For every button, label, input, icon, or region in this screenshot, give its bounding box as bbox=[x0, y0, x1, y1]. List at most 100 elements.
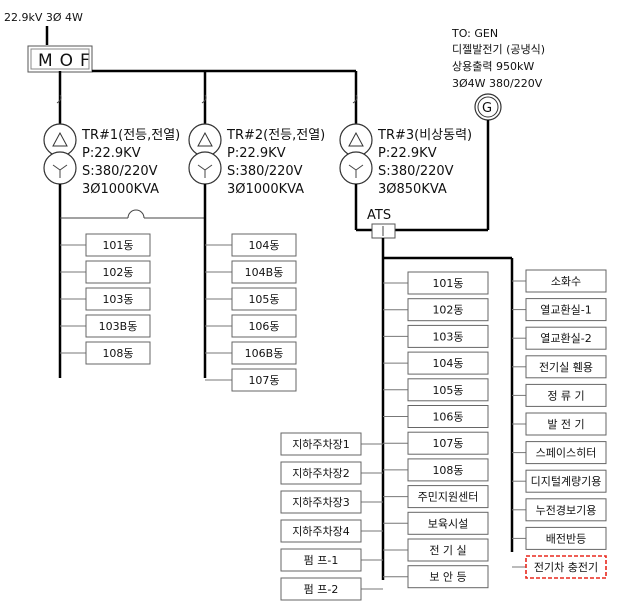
gen-line-1: TO: GEN bbox=[451, 27, 498, 40]
load-box bbox=[85, 314, 151, 338]
load-box bbox=[525, 469, 607, 493]
supply-label: 22.9kV 3Ø 4W bbox=[4, 11, 83, 24]
load-box bbox=[280, 490, 362, 514]
load-label: 펌 프-1 bbox=[304, 554, 339, 567]
load-box bbox=[231, 260, 297, 284]
load-box bbox=[407, 538, 489, 562]
load-label: 배전반등 bbox=[546, 532, 586, 545]
load-box bbox=[231, 341, 297, 365]
tr1-wye bbox=[52, 164, 68, 178]
gen-line-4: 3Ø4W 380/220V bbox=[452, 77, 543, 90]
tr3-line-3: S:380/220V bbox=[378, 164, 454, 179]
tr3-center-load-group: 101동102동103동104동105동106동107동108동주민지원센터보육… bbox=[383, 271, 489, 589]
load-label: 열교환실-1 bbox=[540, 304, 591, 317]
load-box bbox=[407, 511, 489, 535]
tr2-line-1: TR#2(전등,전열) bbox=[226, 128, 325, 143]
tr2-line-2: P:22.9KV bbox=[227, 146, 286, 161]
load-label: 보육시설 bbox=[428, 517, 468, 530]
load-box bbox=[525, 355, 607, 379]
load-label: 108동 bbox=[432, 464, 463, 477]
mof-label: MOF bbox=[38, 51, 97, 71]
load-box bbox=[407, 271, 489, 295]
load-box bbox=[525, 269, 607, 293]
tr3-secondary bbox=[339, 151, 373, 185]
load-label: 지하주차장1 bbox=[292, 437, 350, 451]
load-box bbox=[525, 298, 607, 322]
ats-label: ATS bbox=[367, 208, 391, 223]
load-box bbox=[525, 526, 607, 550]
load-label: 102동 bbox=[432, 304, 463, 317]
load-box bbox=[85, 341, 151, 365]
load-label: 지하주차장2 bbox=[292, 466, 350, 480]
load-box bbox=[85, 287, 151, 311]
load-label: 105동 bbox=[432, 384, 463, 397]
tr1-line-1: TR#1(전등,전열) bbox=[81, 128, 180, 143]
load-label: 108동 bbox=[102, 347, 133, 360]
load-label: 주민지원센터 bbox=[418, 491, 479, 504]
load-label: 전기실 휀용 bbox=[539, 361, 593, 374]
load-label: 106B동 bbox=[245, 347, 284, 360]
load-label: 디지털계량기용 bbox=[531, 475, 602, 488]
generator-g: G bbox=[482, 101, 492, 116]
load-label: 전기차 충전기 bbox=[534, 561, 598, 574]
load-box bbox=[525, 326, 607, 350]
tr2-line-3: S:380/220V bbox=[227, 164, 303, 179]
load-label: 106동 bbox=[432, 411, 463, 424]
tr3-line-4: 3Ø850KVA bbox=[378, 182, 447, 197]
tr3-line-2: P:22.9KV bbox=[378, 146, 437, 161]
tr3-breaker bbox=[352, 94, 358, 104]
load-box bbox=[525, 498, 607, 522]
tr1-delta bbox=[52, 131, 68, 147]
load-box bbox=[407, 324, 489, 348]
load-label: 101동 bbox=[432, 277, 463, 290]
load-box bbox=[407, 298, 489, 322]
gen-line-2: 디젤발전기 (공냉식) bbox=[452, 43, 545, 56]
load-box bbox=[231, 287, 297, 311]
tr2-secondary bbox=[188, 151, 222, 185]
load-label: 102동 bbox=[102, 266, 133, 279]
tr3-delta bbox=[348, 131, 364, 147]
tr1-line-4: 3Ø1000KVA bbox=[82, 182, 159, 197]
load-box bbox=[525, 412, 607, 436]
load-box bbox=[85, 260, 151, 284]
load-label: 104동 bbox=[432, 357, 463, 370]
load-box bbox=[525, 441, 607, 465]
load-box bbox=[525, 383, 607, 407]
load-label: 107동 bbox=[432, 437, 463, 450]
load-label: 104B동 bbox=[245, 266, 284, 279]
load-label: 열교환실-2 bbox=[540, 332, 591, 345]
load-label: 105동 bbox=[248, 293, 279, 306]
load-box bbox=[231, 314, 297, 338]
tr3-wye bbox=[348, 164, 364, 178]
tr2-wye bbox=[197, 164, 213, 178]
tie-breaker bbox=[127, 209, 145, 219]
tr2-primary bbox=[188, 123, 222, 157]
load-box bbox=[231, 368, 297, 392]
load-box bbox=[407, 378, 489, 402]
tr3-primary bbox=[339, 123, 373, 157]
load-box bbox=[407, 405, 489, 428]
tr3-line-1: TR#3(비상동력) bbox=[377, 128, 472, 143]
load-box bbox=[407, 485, 489, 509]
load-label: 전 기 실 bbox=[429, 544, 466, 557]
load-box bbox=[525, 555, 607, 579]
load-box bbox=[407, 565, 489, 589]
tr2-breaker bbox=[201, 94, 207, 104]
tr1-line-3: S:380/220V bbox=[82, 164, 158, 179]
load-box bbox=[407, 458, 489, 482]
tr1-secondary bbox=[43, 151, 77, 185]
load-label: 103B동 bbox=[99, 320, 138, 333]
tr1-primary bbox=[43, 123, 77, 157]
load-box bbox=[280, 577, 362, 601]
load-label: 누전경보기용 bbox=[536, 504, 597, 517]
load-box bbox=[280, 432, 362, 456]
load-box bbox=[280, 548, 362, 572]
load-box bbox=[85, 233, 151, 257]
load-label: 106동 bbox=[248, 320, 279, 333]
load-label: 103동 bbox=[102, 293, 133, 306]
load-box bbox=[280, 519, 362, 543]
